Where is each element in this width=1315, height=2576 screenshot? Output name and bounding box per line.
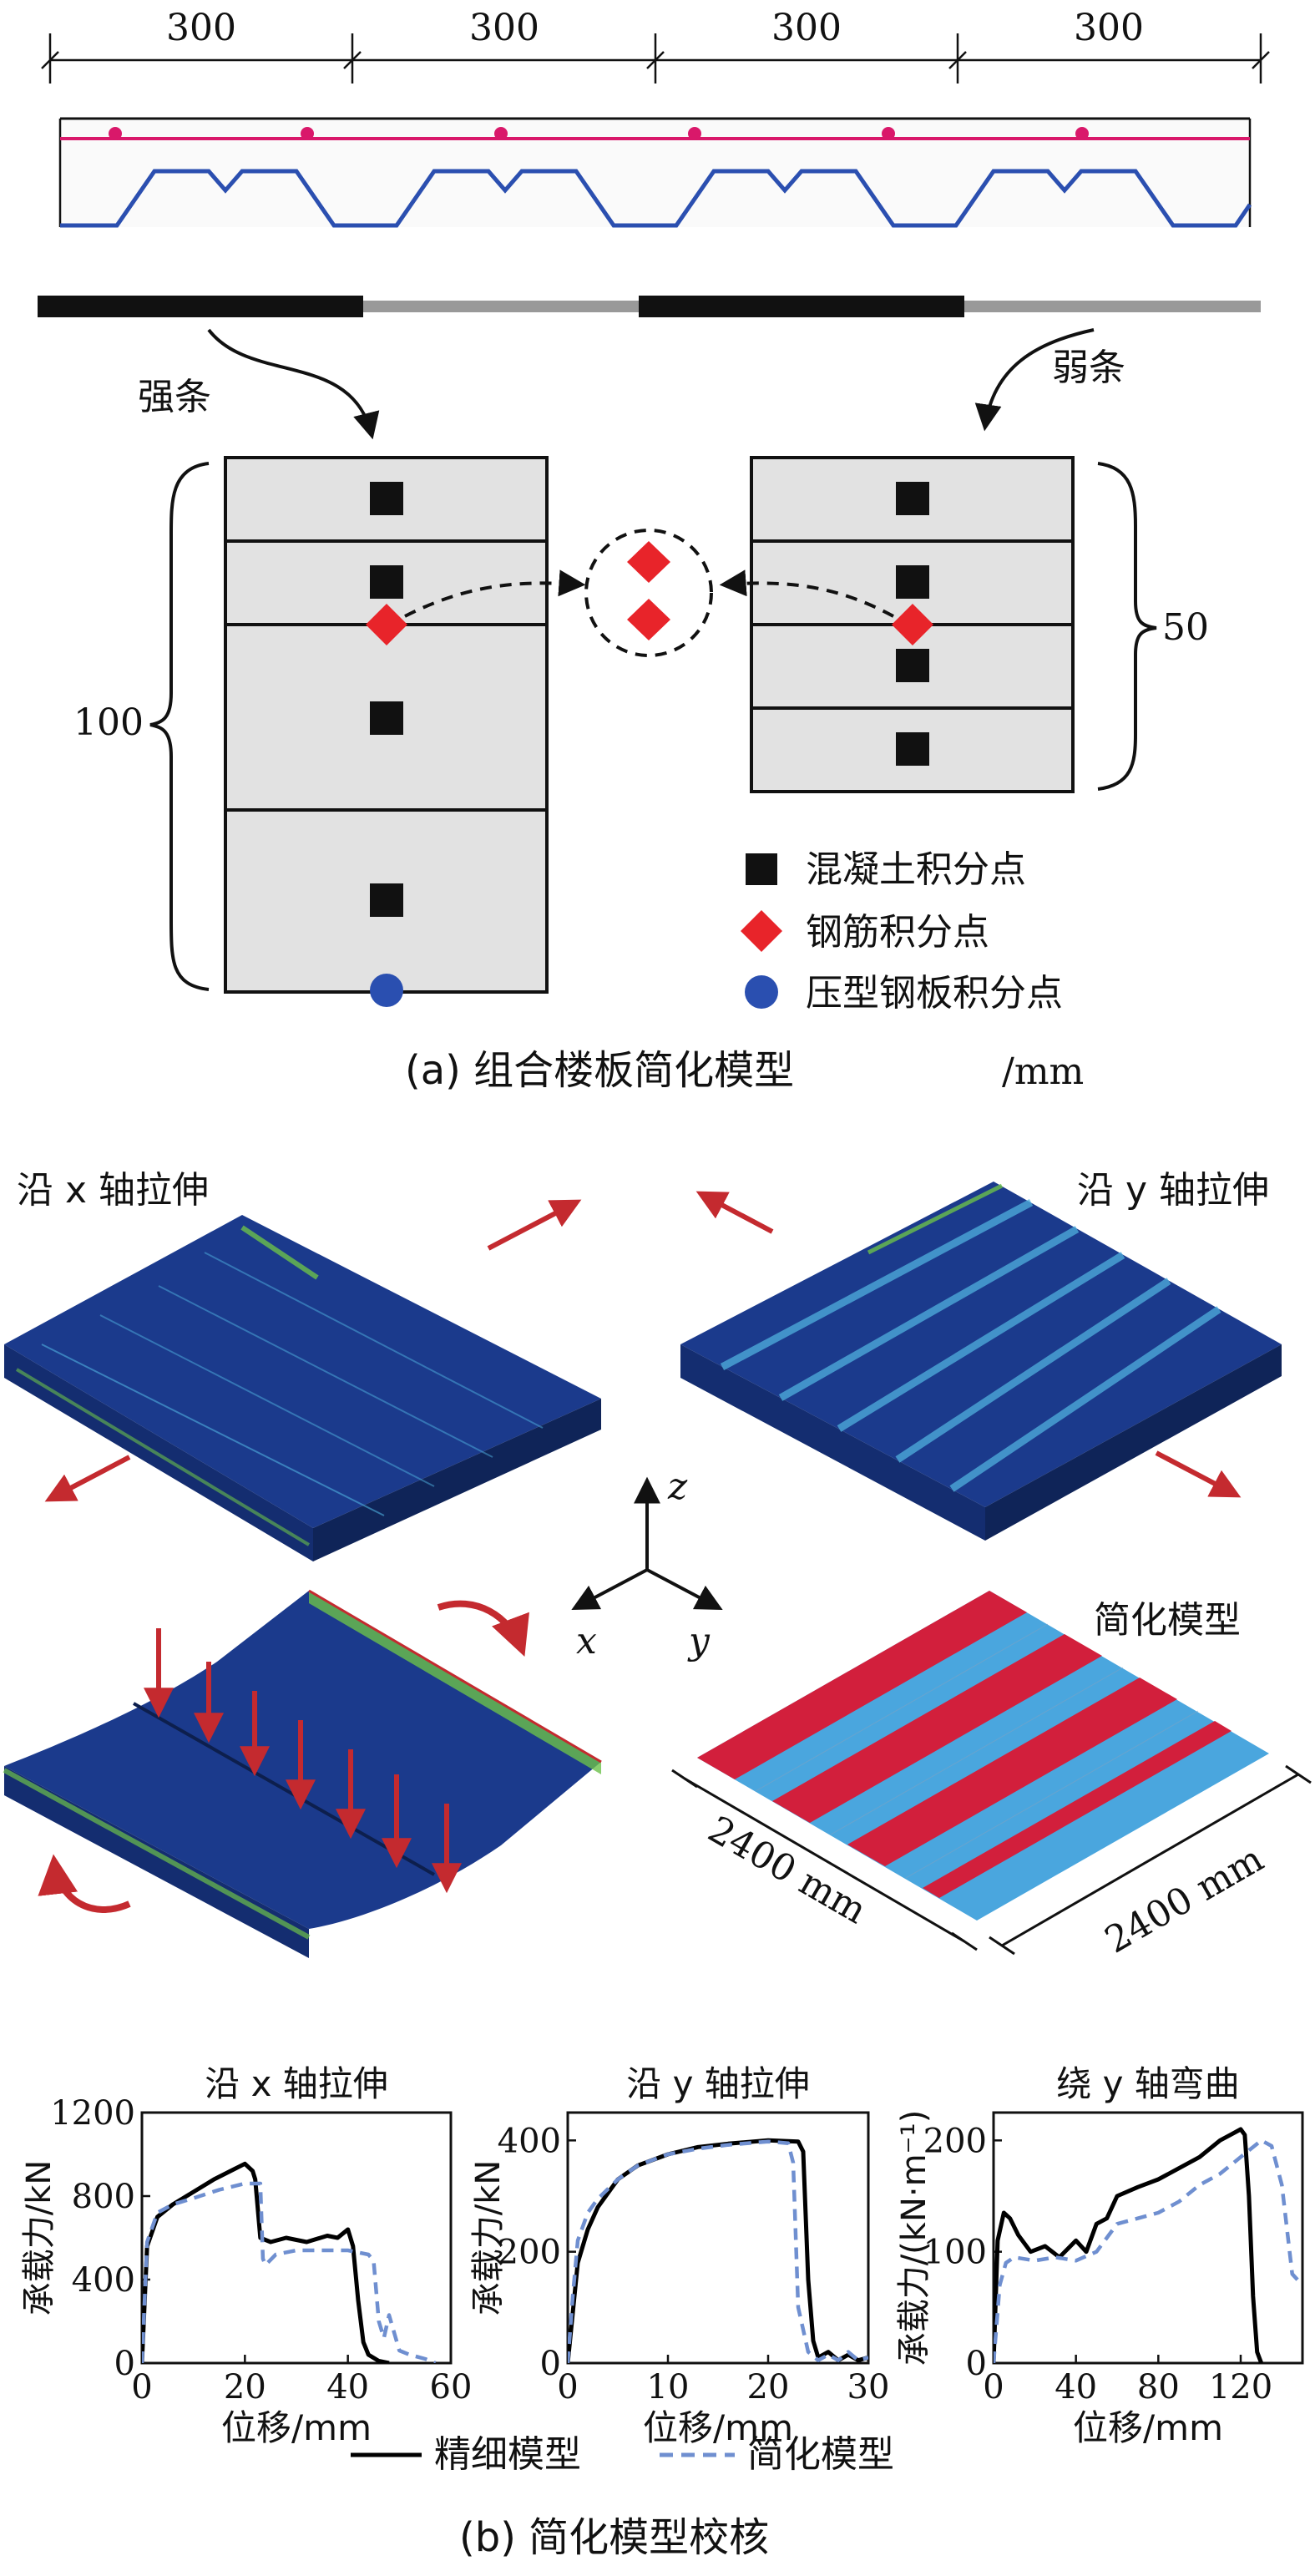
x-axis-label: 位移/mm xyxy=(643,2407,793,2448)
title-tension-x: 沿 x 轴拉伸 xyxy=(17,1169,209,1212)
model-tension-x xyxy=(4,1215,601,1561)
x-axis-label: 位移/mm xyxy=(221,2407,372,2448)
moment-arrow xyxy=(437,1600,529,1657)
y-tick-label: 200 xyxy=(923,2122,987,2160)
axis-y-label: y xyxy=(687,1620,711,1663)
slab-cross-section xyxy=(58,117,1252,228)
brace-100 xyxy=(149,462,210,991)
chart-title: 绕 y 轴弯曲 xyxy=(1056,2063,1240,2104)
y-tick-label: 1200 xyxy=(50,2094,135,2133)
series-line xyxy=(568,2138,868,2363)
chart-frame xyxy=(992,2111,1304,2365)
x-tick-label: 40 xyxy=(326,2368,369,2406)
weak-strip-arrow xyxy=(974,328,1095,432)
dim-label: 300 xyxy=(166,7,236,49)
axis-triad: z x y xyxy=(571,1465,723,1663)
title-tension-y: 沿 y 轴拉伸 xyxy=(1077,1169,1269,1212)
x-tick-label: 80 xyxy=(1137,2368,1180,2406)
y-tick-label: 200 xyxy=(498,2234,561,2272)
legend-label: 简化模型 xyxy=(747,2433,894,2476)
simplified-title: 简化模型 xyxy=(1094,1599,1241,1642)
rebar-merge-detail xyxy=(404,529,894,657)
chart-legend: 精细模型 简化模型 xyxy=(351,2433,894,2476)
legend-integration-points: 混凝土积分点 钢筋积分点 压型钢板积分点 xyxy=(741,848,1063,1015)
dim-weak-label: 50 xyxy=(1162,606,1209,649)
chart-panel: 绕 y 轴弯曲 0 40 80 120 0 100 200 位移/mm 承载力/(kN·m⁻¹) xyxy=(895,2063,1304,2448)
x-tick-label: 0 xyxy=(557,2368,578,2406)
force-arrow xyxy=(695,1191,774,1234)
dim-label: 300 xyxy=(469,7,539,49)
y-tick-label: 400 xyxy=(498,2122,561,2160)
chart-title: 沿 x 轴拉伸 xyxy=(205,2063,388,2104)
dim-strong-label: 100 xyxy=(73,701,144,744)
y-axis-label: 承载力/kN xyxy=(20,2160,58,2316)
load-arrows xyxy=(144,1628,462,1894)
legend-label: 精细模型 xyxy=(434,2433,581,2476)
rebar-dots xyxy=(109,127,1089,140)
x-tick-label: 30 xyxy=(847,2368,890,2406)
legend-label: 混凝土积分点 xyxy=(806,848,1026,891)
y-tick-label: 0 xyxy=(114,2345,135,2383)
y-tick-label: 800 xyxy=(72,2178,135,2216)
strong-strip-arrow xyxy=(207,328,380,440)
strong-strip-label: 强条 xyxy=(138,376,211,418)
chart-frame xyxy=(140,2111,453,2365)
x-tick-label: 40 xyxy=(1055,2368,1097,2406)
weak-strip-section xyxy=(750,456,1075,793)
y-tick-label: 0 xyxy=(966,2345,987,2383)
axis-z-label: z xyxy=(667,1465,688,1508)
weak-strip-label: 弱条 xyxy=(1052,347,1125,389)
y-tick-label: 100 xyxy=(923,2234,987,2272)
dim-label: 300 xyxy=(1074,7,1144,49)
y-tick-label: 0 xyxy=(540,2345,561,2383)
legend-label: 钢筋积分点 xyxy=(806,911,989,954)
series-line xyxy=(142,2161,390,2363)
y-axis-label: 承载力/(kN·m⁻¹) xyxy=(895,2110,933,2366)
dim-label: 2400 mm xyxy=(1098,1838,1271,1962)
strip-bar xyxy=(38,296,1261,317)
brace-50 xyxy=(1097,462,1157,791)
x-tick-label: 60 xyxy=(430,2368,473,2406)
force-arrow xyxy=(44,1455,131,1502)
axis-x-label: x xyxy=(576,1620,597,1663)
chart-title: 沿 y 轴拉伸 xyxy=(626,2063,810,2104)
model-tension-y xyxy=(680,1182,1282,1541)
dimension-line-top: 300 300 300 300 xyxy=(41,7,1270,84)
force-arrow xyxy=(1155,1450,1242,1498)
x-tick-label: 120 xyxy=(1209,2368,1272,2406)
x-tick-label: 10 xyxy=(647,2368,690,2406)
chart-frame xyxy=(566,2111,870,2365)
dim-label: 300 xyxy=(771,7,842,49)
force-arrow xyxy=(487,1199,582,1251)
y-tick-label: 400 xyxy=(72,2261,135,2300)
strong-strip-section xyxy=(224,456,549,1007)
series-line xyxy=(994,2138,1302,2363)
series-line xyxy=(994,2127,1264,2363)
chart-panel: 沿 y 轴拉伸 0 10 20 30 0 200 400 位移/mm 承载力/kN xyxy=(469,2063,889,2448)
y-axis-label: 承载力/kN xyxy=(469,2160,508,2316)
x-axis-label: 位移/mm xyxy=(1073,2407,1223,2448)
simplified-model xyxy=(697,1591,1269,1921)
chart-panel: 沿 x 轴拉伸 0 20 40 60 0 400 800 1200 位移/mm 承载力/kN xyxy=(20,2063,472,2448)
x-tick-label: 0 xyxy=(983,2368,1004,2406)
x-tick-label: 20 xyxy=(747,2368,790,2406)
caption-a: (a) 组合楼板简化模型 xyxy=(405,1047,794,1094)
series-line xyxy=(568,2139,868,2363)
caption-a-unit: /mm xyxy=(1002,1050,1084,1093)
steel-deck-profile xyxy=(60,169,1252,228)
x-tick-label: 0 xyxy=(131,2368,152,2406)
x-tick-label: 20 xyxy=(224,2368,266,2406)
moment-arrow xyxy=(38,1854,131,1913)
series-line xyxy=(142,2181,437,2363)
legend-label: 压型钢板积分点 xyxy=(806,972,1063,1015)
caption-b: (b) 简化模型校核 xyxy=(459,2514,769,2561)
